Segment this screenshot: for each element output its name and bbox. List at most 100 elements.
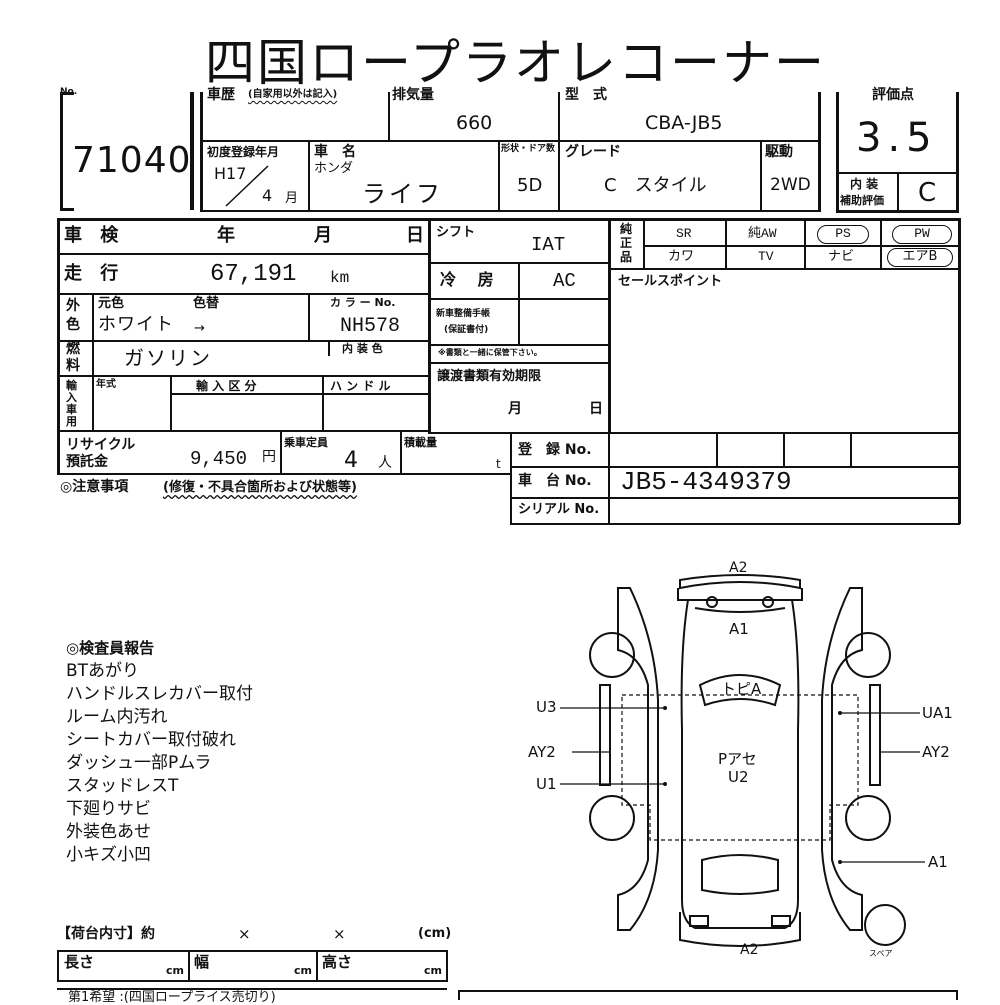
cargo-length-cm: cm (166, 964, 184, 977)
diagram-label-center-1: Pアセ (718, 750, 757, 768)
orig-color-value: ホワイト (98, 314, 174, 335)
equip-pw: PW (892, 225, 952, 244)
grade-value: C スタイル (604, 175, 707, 196)
transfer-label: 譲渡書類有効期限 (437, 369, 542, 384)
import-type-label: 輸 入 区 分 (196, 379, 257, 393)
diagram-label-spare: スペア (869, 949, 893, 958)
inspection-label: 車 検 (64, 225, 125, 246)
mileage-value: 67,191 (210, 261, 297, 288)
capacity-label: 乗車定員 (284, 436, 328, 449)
page-title: 四国ロープラオレコーナー (205, 34, 826, 92)
recycle-label-2: 預託金 (66, 454, 108, 470)
first-reg-month: 4 (262, 186, 273, 205)
orig-color-label: 元色 (98, 296, 125, 311)
diagram-label-ua1: UA1 (922, 704, 953, 722)
recycle-label-1: リサイクル (66, 437, 136, 453)
load-label: 積載量 (404, 436, 437, 449)
ac-value: AC (553, 270, 576, 292)
manual-label-2: (保証書付) (444, 325, 489, 335)
cargo-times-1: × (238, 925, 251, 943)
diagram-label-topia: トピA (721, 680, 762, 698)
cargo-height-label: 高さ (322, 953, 353, 971)
report-item: 下廻りサビ (66, 799, 151, 819)
exterior-label-2: 色 (66, 317, 80, 333)
cargo-length-label: 長さ (64, 953, 95, 971)
mileage-label: 走 行 (64, 263, 125, 284)
interior-color-label: 内 装 色 (342, 342, 383, 355)
drive-value: 2WD (770, 175, 811, 195)
shape-label: 形状・ドア数 (501, 144, 556, 154)
inspection-year-unit: 年 (217, 225, 235, 246)
model-label: 型 式 (565, 87, 607, 103)
import-label: 輸入車用 (66, 379, 77, 428)
lot-number: 71040 (72, 140, 192, 181)
interior-score: C (918, 178, 937, 208)
report-item: シートカバー取付破れ (66, 730, 236, 750)
car-name-label: 車 名 (314, 144, 356, 160)
diagram-label-a1-top: A1 (729, 620, 749, 638)
drive-label: 駆動 (765, 144, 793, 160)
diagram-label-a1-right: A1 (928, 853, 948, 871)
color-no-value: NH578 (340, 315, 401, 338)
equip-sr: SR (676, 226, 692, 241)
score-value: 3.5 (856, 115, 938, 161)
cargo-times-2: × (333, 925, 346, 943)
report-item: 小キズ小凹 (66, 845, 151, 865)
history-note: (自家用以外は記入) (248, 89, 338, 100)
manual-label-1: 新車整備手帳 (436, 309, 491, 319)
shift-label: シフト (436, 225, 476, 240)
diagram-label-ay2-right: AY2 (922, 743, 950, 761)
cargo-width-label: 幅 (194, 953, 210, 971)
diagram-label-a2-top: A2 (729, 560, 748, 576)
mileage-unit: km (330, 269, 350, 287)
transfer-month-unit: 月 (508, 401, 522, 417)
color-change-label: 色替 (193, 296, 220, 311)
exterior-label-1: 外 (66, 298, 80, 314)
equip-label: 純正品 (620, 222, 633, 264)
fuel-value: ガソリン (124, 346, 212, 370)
car-damage-diagram (560, 574, 925, 947)
equip-alloy-wheels: 純AW (748, 226, 777, 241)
car-name-value: ライフ (362, 180, 443, 208)
color-arrow: → (194, 321, 205, 336)
report-item: ハンドルスレカバー取付 (66, 684, 253, 704)
recycle-yen-unit: 円 (262, 449, 276, 465)
fuel-label-1: 燃 (66, 341, 80, 357)
handle-label: ハ ン ド ル (330, 379, 391, 393)
color-no-label: カ ラ ー No. (330, 296, 396, 309)
chassis-label: 車 台 No. (518, 473, 592, 489)
maker-value: ホンダ (314, 161, 354, 176)
report-item: 外装色あせ (66, 822, 151, 842)
shift-value: IAT (531, 234, 566, 256)
inspection-day-unit: 日 (406, 225, 424, 246)
grade-label: グレード (565, 144, 621, 160)
report-item: スタッドレスT (66, 776, 179, 796)
report-heading: ◎検査員報告 (66, 639, 155, 657)
import-year-label: 年式 (96, 379, 116, 390)
caution-note: (修復・不具合箇所および状態等) (163, 480, 357, 495)
recycle-value: 9,450 (190, 448, 248, 470)
diagram-label-center-2: U2 (728, 768, 749, 786)
manual-note: ※書類と一緒に保管下さい。 (438, 348, 542, 357)
model-value: CBA-JB5 (645, 112, 723, 134)
capacity-unit: 人 (378, 455, 392, 471)
cargo-width-cm: cm (294, 964, 312, 977)
first-choice-note: 第1希望 :(四国ロープライス売切り) (68, 990, 276, 1005)
chassis-no-value: JB5-4349379 (620, 467, 792, 497)
capacity-value: 4 (344, 448, 358, 473)
cargo-heading: 【荷台内寸】約 (57, 926, 155, 942)
cargo-height-cm: cm (424, 964, 442, 977)
history-label: 車歴 (207, 87, 235, 103)
equip-tv: TV (758, 249, 774, 264)
first-reg-era: H17 (214, 164, 247, 183)
diagram-label-a2-bottom: A2 (740, 942, 759, 958)
displacement-label: 排気量 (392, 87, 434, 103)
diagram-label-u1: U1 (536, 775, 557, 793)
doors-value: 5D (517, 175, 543, 196)
interior-label: 内 装 (850, 177, 879, 191)
reg-no-label: 登 録 No. (518, 442, 592, 458)
transfer-day-unit: 日 (589, 401, 603, 417)
sales-point-label: セールスポイント (618, 274, 723, 289)
equip-airbag: エアB (887, 248, 953, 267)
first-reg-label: 初度登録年月 (207, 145, 280, 159)
